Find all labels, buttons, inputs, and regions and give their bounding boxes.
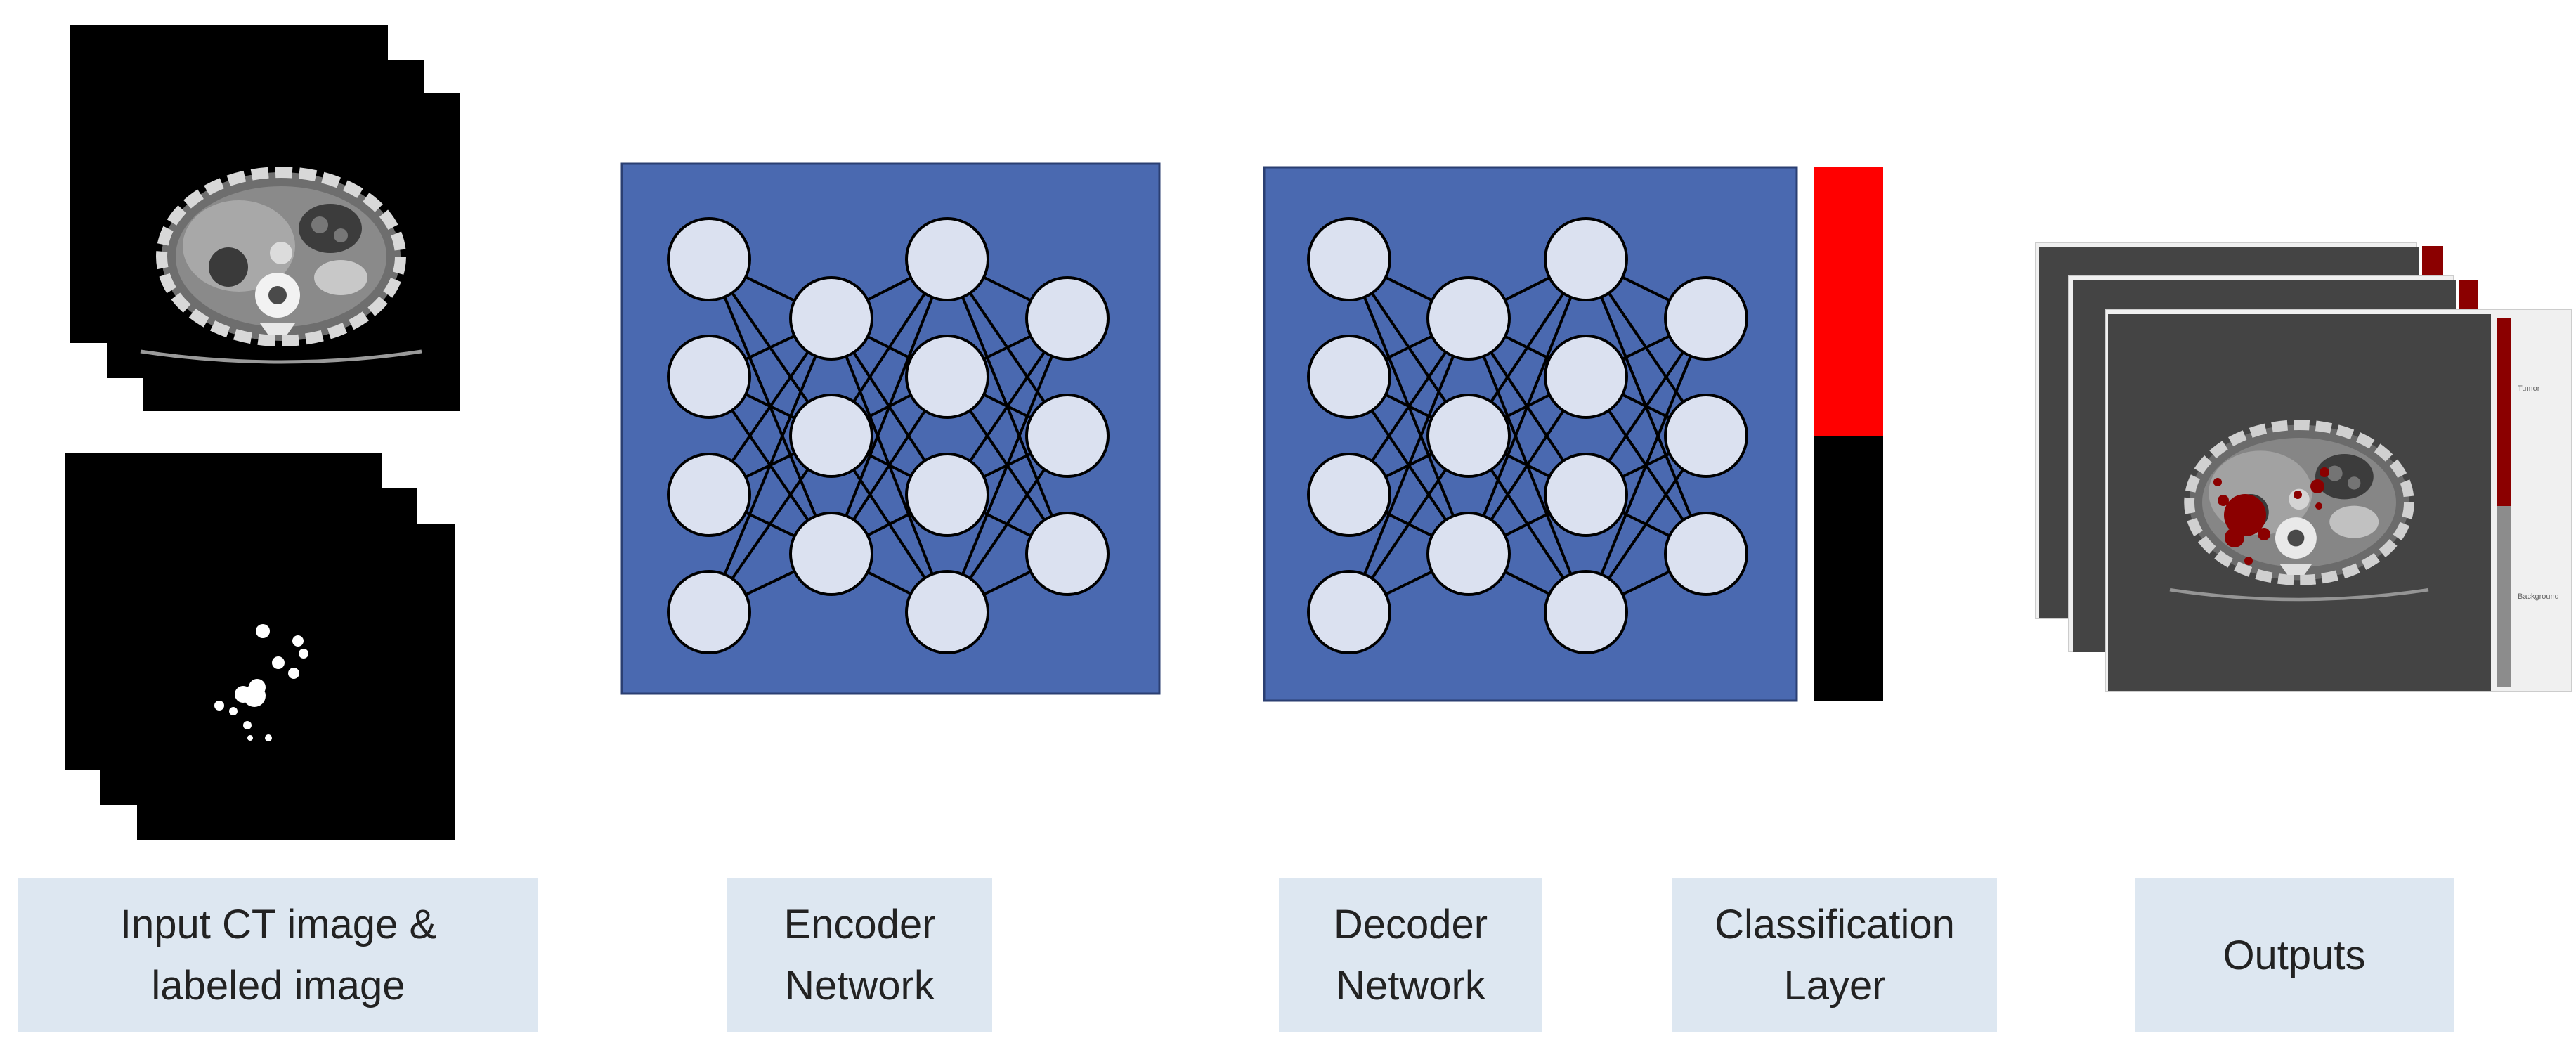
caption-encoder: Encoder Network (727, 878, 992, 1032)
neuron-icon (1307, 217, 1391, 301)
neuron-icon (667, 570, 751, 654)
classification-layer (1814, 167, 1883, 701)
output-stack: Tumor Background (2035, 242, 2572, 692)
caption-input-line1: Input CT image & (119, 902, 437, 947)
neuron-icon (789, 276, 873, 361)
neuron-connection (1585, 318, 1707, 613)
neuron-icon (667, 453, 751, 537)
neuron-icon (1544, 335, 1628, 419)
neuron-icon (789, 512, 873, 596)
tumor-mask-blobs (214, 624, 308, 741)
neuron-icon (1426, 276, 1511, 361)
caption-encoder-line1: Encoder (783, 902, 936, 947)
neuron-icon (1025, 276, 1110, 361)
output-legend-tumor: Tumor (2518, 384, 2540, 393)
neuron-icon (905, 570, 989, 654)
neuron-icon (1664, 512, 1748, 596)
neuron-connection (1467, 259, 1587, 555)
neuron-icon (1664, 394, 1748, 478)
classification-background-block (1814, 436, 1883, 701)
caption-classification: Classification Layer (1672, 878, 1997, 1032)
label-mask-icon (65, 453, 382, 770)
caption-classification-line2: Layer (1783, 963, 1886, 1009)
neuron-icon (667, 335, 751, 419)
label-mask-stack (65, 453, 455, 840)
decoder-neurons (1307, 217, 1748, 654)
neuron-icon (1307, 453, 1391, 537)
caption-encoder-line2: Network (785, 963, 935, 1009)
caption-decoder: Decoder Network (1279, 878, 1542, 1032)
neuron-icon (1025, 512, 1110, 596)
neuron-icon (1664, 276, 1748, 361)
neuron-icon (1025, 394, 1110, 478)
neuron-icon (1544, 453, 1628, 537)
neuron-icon (1307, 335, 1391, 419)
neuron-icon (1426, 394, 1511, 478)
caption-input: Input CT image & labeled image (18, 878, 538, 1032)
neuron-connection (946, 318, 1069, 613)
caption-decoder-line2: Network (1336, 963, 1485, 1009)
output-tumor-bar (2497, 318, 2511, 506)
classification-tumor-block (1814, 167, 1883, 436)
neuron-connection (708, 318, 833, 613)
neuron-icon (789, 394, 873, 478)
encoder-neurons (667, 217, 1110, 654)
neuron-icon (905, 335, 989, 419)
neuron-icon (1307, 570, 1391, 654)
output-background-bar (2497, 506, 2511, 687)
neuron-icon (1426, 512, 1511, 596)
neuron-icon (905, 217, 989, 301)
neuron-connection (1348, 318, 1470, 613)
encoder-network (620, 162, 1161, 695)
caption-outputs: Outputs (2135, 878, 2454, 1032)
neuron-icon (667, 217, 751, 301)
neuron-connection (830, 259, 949, 555)
neuron-icon (1544, 217, 1628, 301)
neuron-icon (1544, 570, 1628, 654)
caption-input-line2: labeled image (151, 963, 405, 1009)
ct-slice-stack (70, 25, 460, 411)
output-legend-background: Background (2518, 592, 2559, 601)
caption-outputs-line1: Outputs (2223, 932, 2366, 978)
neuron-icon (905, 453, 989, 537)
tumor-overlay (2213, 467, 2329, 565)
caption-decoder-line1: Decoder (1333, 902, 1488, 947)
decoder-network (1263, 166, 1798, 702)
caption-classification-line1: Classification (1715, 902, 1955, 947)
